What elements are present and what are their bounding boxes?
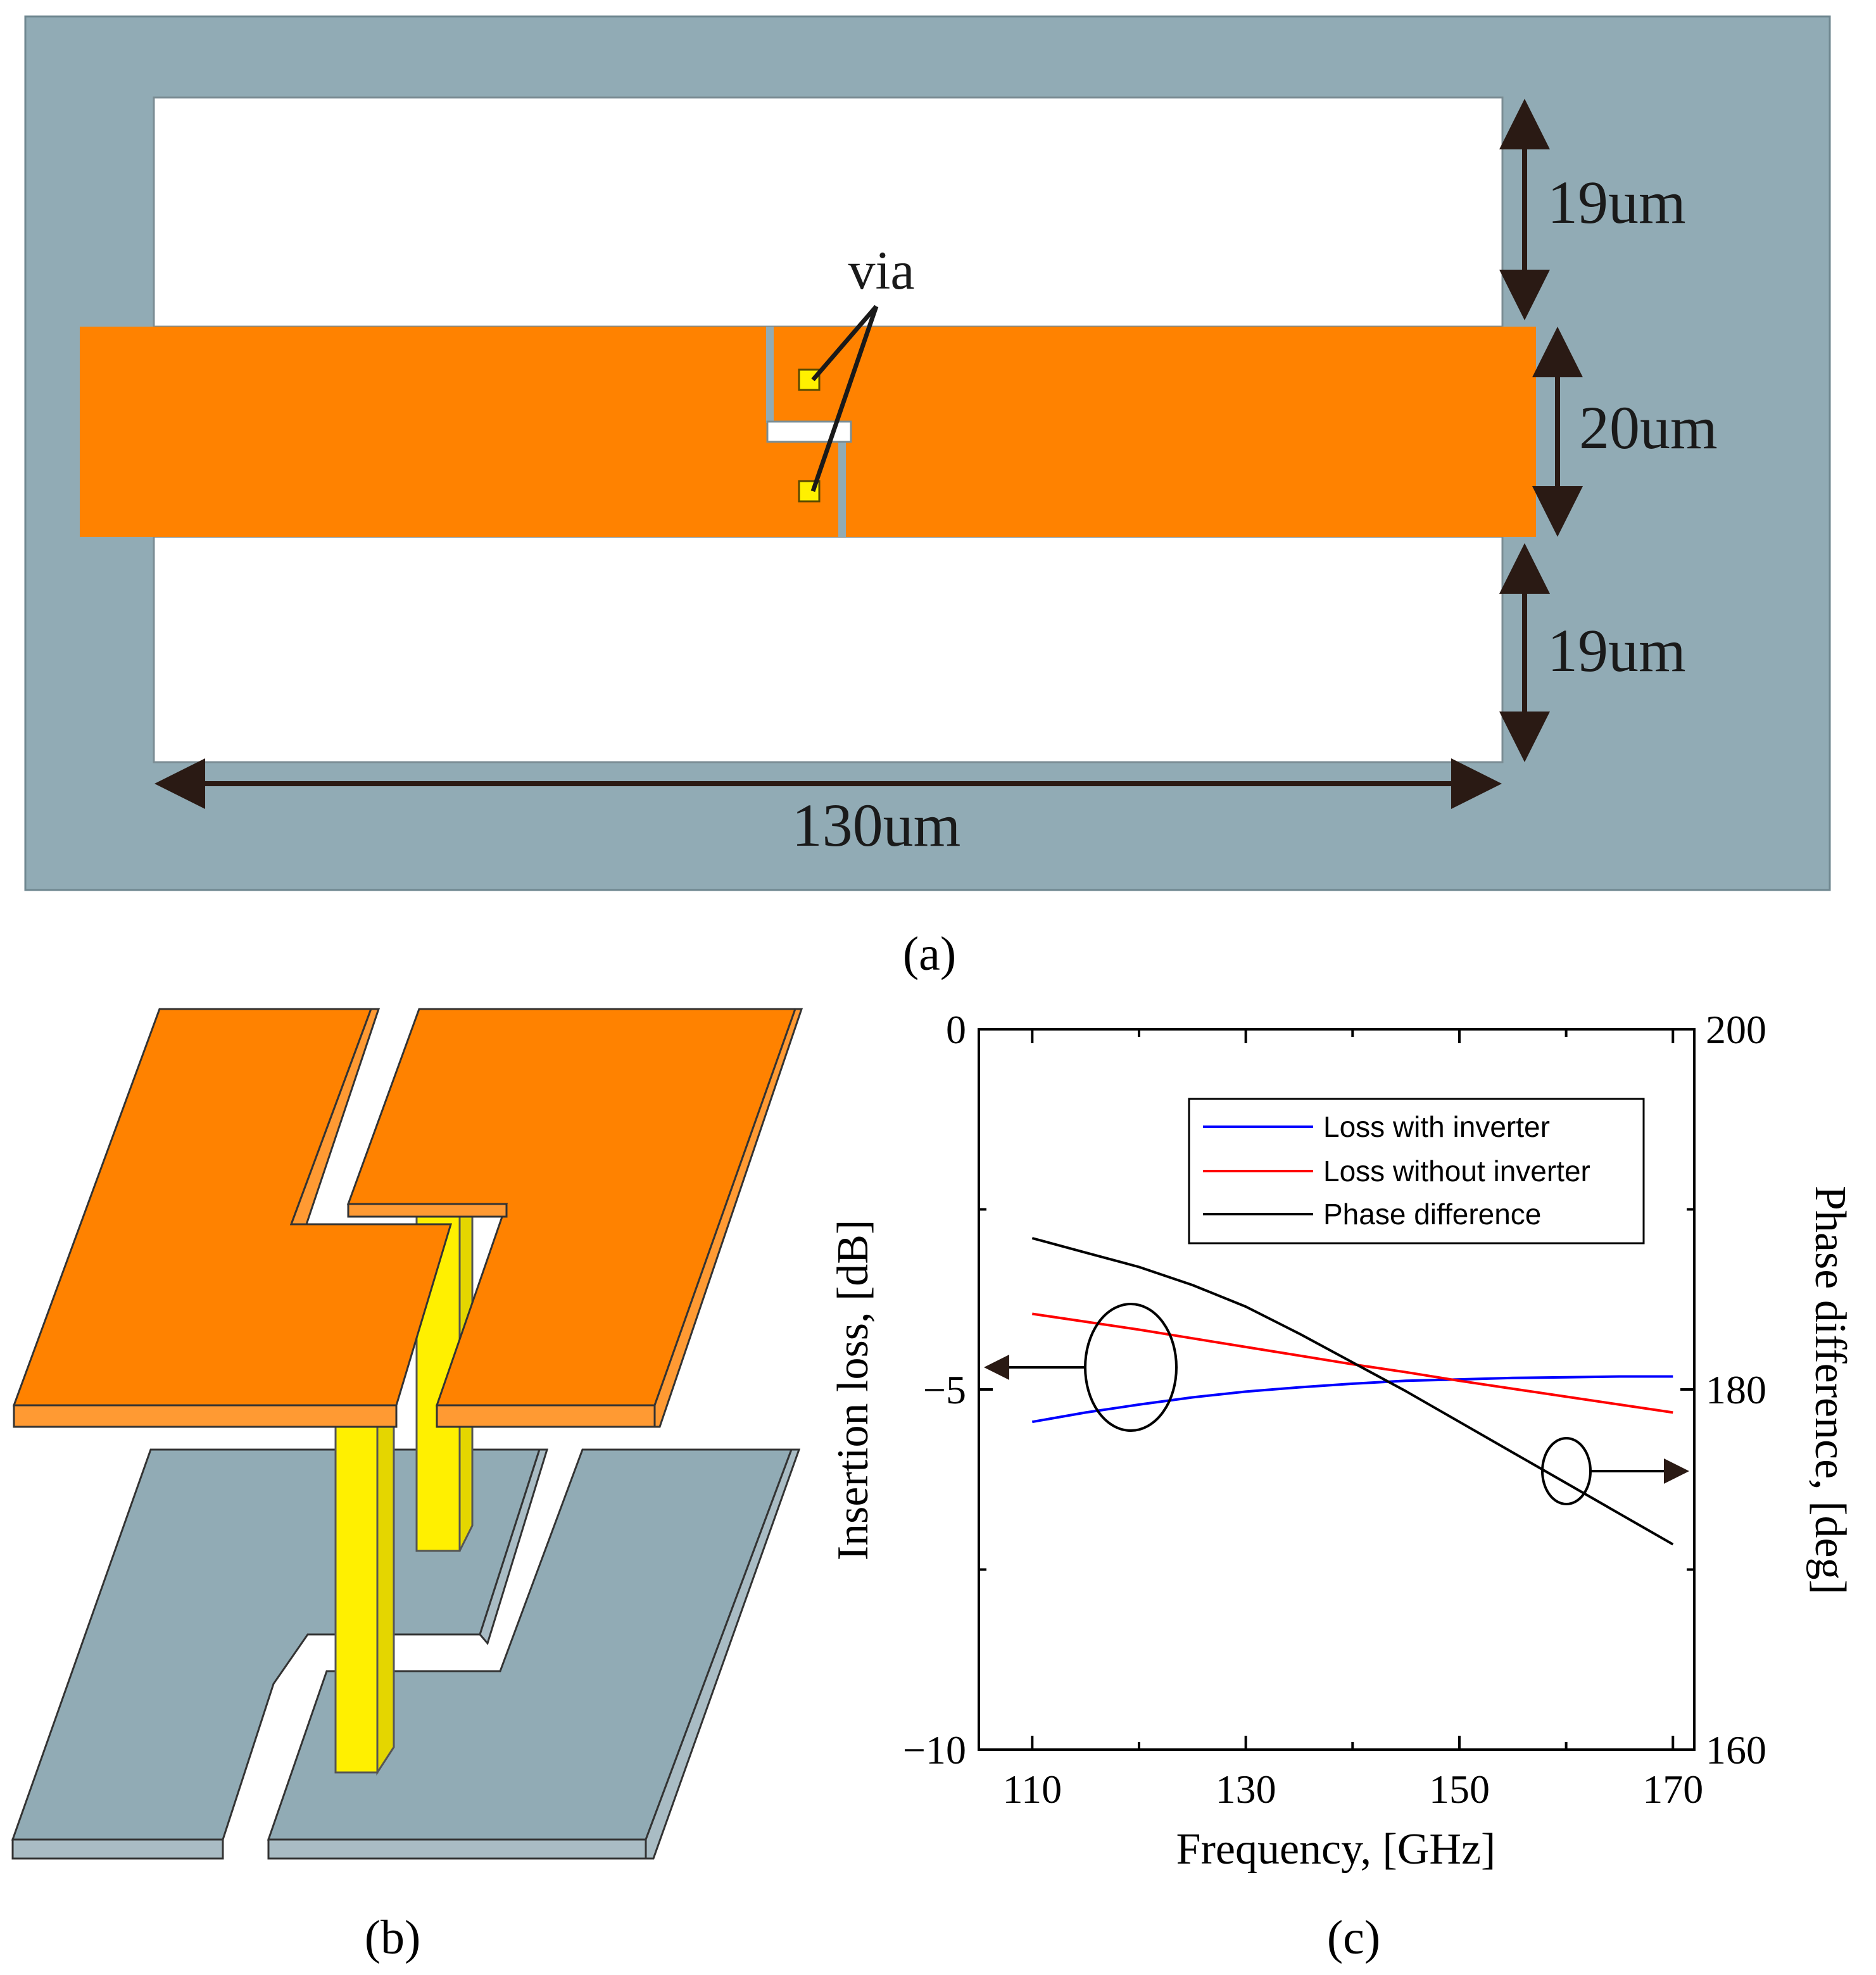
y-left-tick-label: −10 <box>903 1727 966 1772</box>
dim-label-middle: 20um <box>1579 394 1718 461</box>
panel-label-a: (a) <box>903 927 956 981</box>
x-tick-label: 110 <box>1003 1767 1062 1812</box>
x-tick-label: 130 <box>1216 1767 1276 1812</box>
slot-top <box>153 96 1504 328</box>
x-axis-title: Frequency, [GHz] <box>1176 1825 1496 1874</box>
top-plate-right-edge <box>436 1404 656 1428</box>
via-label: via <box>848 240 914 301</box>
y-right-tick-label: 200 <box>1706 1007 1766 1052</box>
panel-a-layout: via 19um 20um 19um 130um <box>24 15 1831 891</box>
legend-label-phase-difference: Phase difference <box>1323 1198 1541 1231</box>
top-plate-right-side <box>653 1008 803 1428</box>
x-tick-label: 170 <box>1642 1767 1703 1812</box>
top-layer <box>12 1008 803 1428</box>
y-axis-title-left: Insertion loss, [dB] <box>829 1220 878 1561</box>
via-pillar-front-side <box>376 1403 395 1776</box>
axis-ticks <box>979 1028 1694 1751</box>
top-plate-right-step <box>347 1203 508 1218</box>
panel-label-c: (c) <box>1327 1911 1380 1964</box>
dim-label-top: 19um <box>1547 168 1686 236</box>
bottom-plate-left-edge <box>11 1838 224 1860</box>
axis-tick-labels: 110 130 150 170 0 −5 −10 200 180 160 <box>903 1007 1766 1812</box>
via-pillar-front <box>334 1417 379 1774</box>
series-line-loss-without-inverter <box>1032 1312 1673 1414</box>
bottom-plate-left-side <box>479 1448 549 1646</box>
inverter-gap-center <box>766 420 852 443</box>
legend-label-loss-with-inverter: Loss with inverter <box>1323 1110 1550 1143</box>
panel-b-3d-view <box>11 1008 803 1860</box>
dim-label-bottom: 19um <box>1547 617 1686 684</box>
y-right-tick-label: 160 <box>1706 1727 1766 1772</box>
dim-label-width: 130um <box>792 791 961 859</box>
series-line-loss-with-inverter <box>1031 1375 1673 1424</box>
inverter-gap-left <box>766 327 774 423</box>
via-leader-bottom <box>810 305 879 492</box>
legend-label-loss-without-inverter: Loss without inverter <box>1323 1155 1590 1188</box>
top-plate-left-edge <box>13 1404 398 1428</box>
panel-c-chart: 110 130 150 170 0 −5 −10 200 180 160 Loss with in… <box>829 1007 1854 1874</box>
series-lines <box>1031 1237 1674 1546</box>
slot-bottom <box>153 536 1504 763</box>
legend: Loss with inverter Loss without inverter… <box>1188 1098 1645 1245</box>
bottom-layer <box>11 1448 801 1860</box>
y-right-tick-label: 180 <box>1706 1367 1766 1412</box>
top-plate-left-side <box>289 1008 381 1226</box>
x-tick-label: 150 <box>1429 1767 1490 1812</box>
bottom-plate-right-side <box>645 1448 801 1860</box>
via-leader-top <box>811 304 878 382</box>
y-left-tick-label: 0 <box>946 1007 966 1052</box>
bottom-plate-right-edge <box>267 1838 647 1860</box>
y-axis-title-right: Phase difference, [deg] <box>1806 1186 1854 1595</box>
series-line-phase-difference <box>1031 1237 1674 1546</box>
y-left-tick-label: −5 <box>923 1367 966 1412</box>
panel-label-b: (b) <box>365 1911 421 1964</box>
inverter-gap-right <box>838 441 846 537</box>
